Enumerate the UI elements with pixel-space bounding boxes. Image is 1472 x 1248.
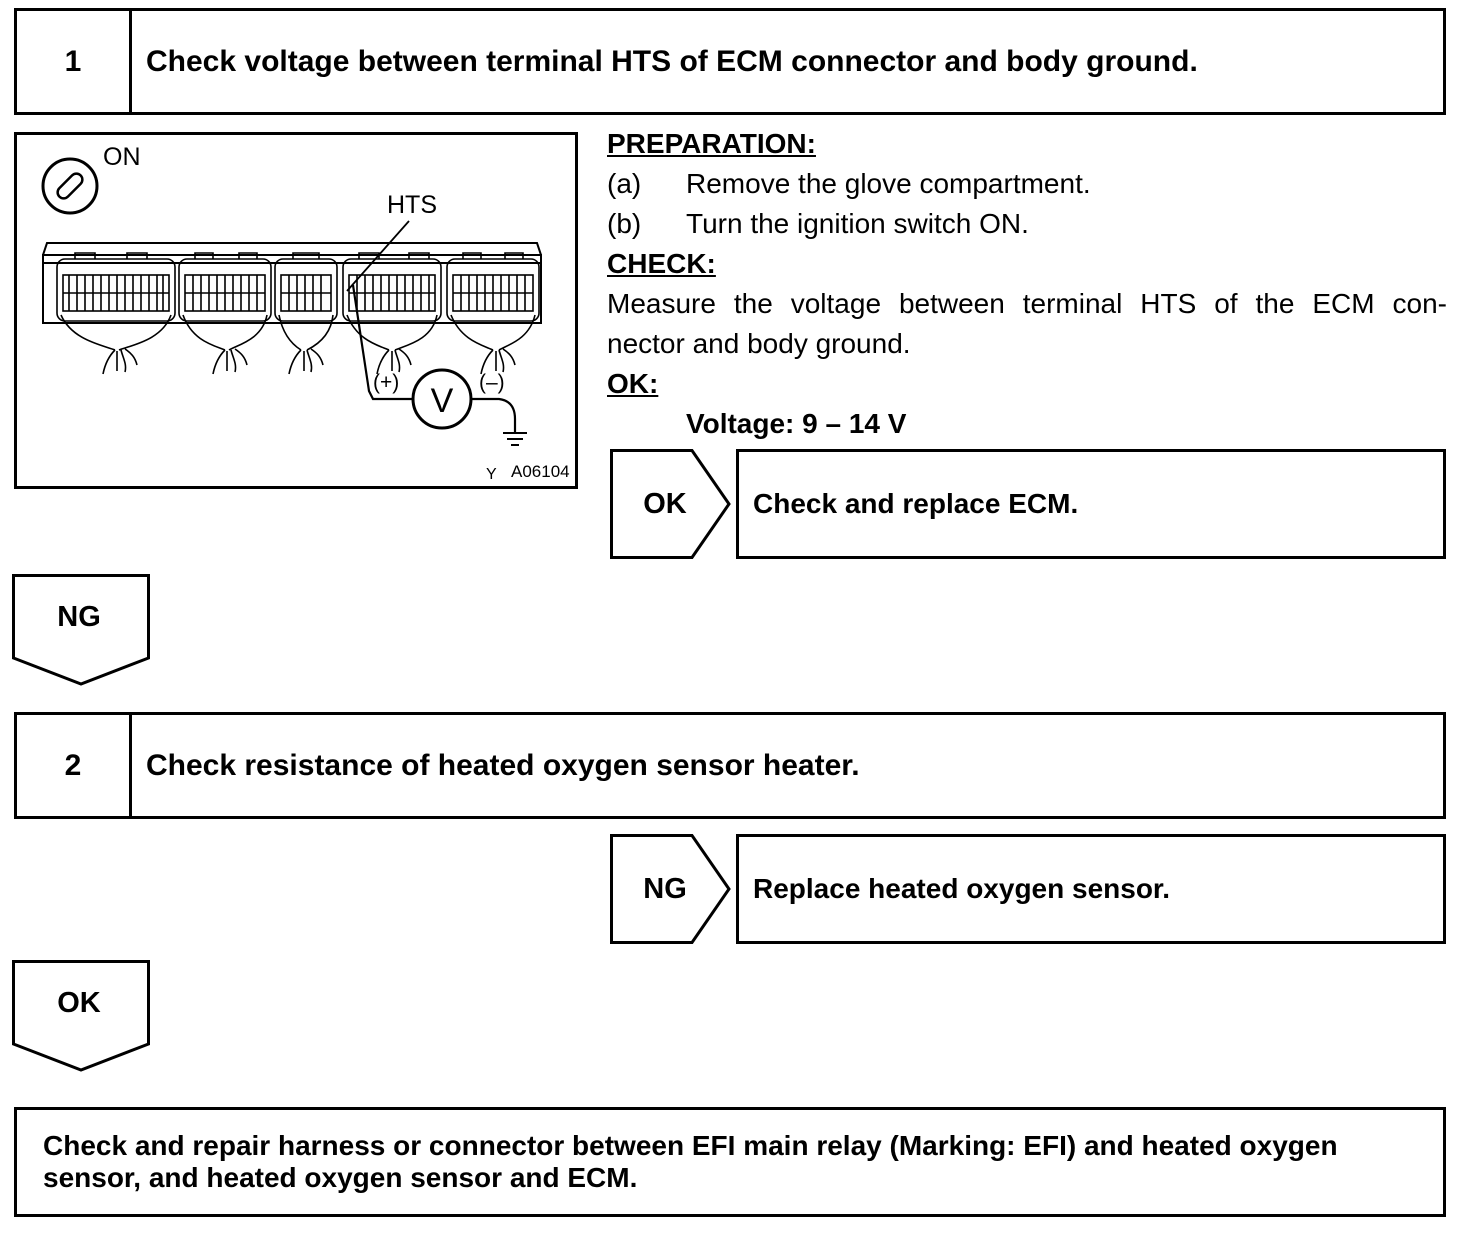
branch-1-ok-arrow: OK [610,449,732,559]
step-1-number: 1 [17,11,132,112]
branch-1-ng-arrow: NG [12,574,150,686]
branch-1-ng-label: NG [57,600,101,633]
ecm-voltage-diagram: ON HTS [41,143,570,483]
right-arrow-shape [610,834,731,944]
body-ground-icon [503,432,527,446]
step-2-title: Check resistance of heated oxygen sensor… [146,748,860,782]
final-action-box: Check and repair harness or connector be… [14,1107,1446,1217]
wire-harness-bundles [60,314,536,375]
prep-step-a-marker: (a) [607,168,642,199]
step-1-box: 1 Check voltage between terminal HTS of … [14,8,1446,115]
branch-1-ok-action-box: Check and replace ECM. [736,449,1446,559]
hts-leader-line [346,220,410,292]
final-action-line-2: sensor, and heated oxygen sensor and ECM… [43,1162,638,1193]
branch-2-ng-arrow: NG [610,834,732,944]
preparation-heading: PREPARATION: [607,128,816,159]
hts-terminal-label: HTS [387,191,437,219]
voltmeter-circuit [351,284,517,433]
branch-2-ok-label: OK [57,986,101,1019]
step-1-title: Check voltage between terminal HTS of EC… [146,44,1198,78]
branch-1-ok-label: OK [643,487,687,520]
check-heading: CHECK: [607,248,716,279]
ignition-switch-icon [41,157,99,215]
step-2-box: 2 Check resistance of heated oxygen sens… [14,712,1446,819]
ok-spec: Voltage: 9 – 14 V [686,408,907,439]
ecm-connector-body [42,242,542,324]
check-line-2: nector and body ground. [607,328,911,359]
y-mark: Y [486,466,497,483]
voltmeter-symbol: V [431,382,454,420]
branch-2-ng-action-box: Replace heated oxygen sensor. [736,834,1446,944]
branch-2-ng-label: NG [643,872,687,905]
prep-step-a-text: Remove the glove compartment. [686,168,1091,199]
down-arrow-shape [12,574,150,686]
ecm-connector-figure: ON HTS [14,132,578,489]
figure-id: A06104 [511,462,570,481]
prep-step-b-marker: (b) [607,208,642,239]
negative-probe-label: (–) [479,371,505,394]
branch-2-ok-arrow: OK [12,960,150,1072]
final-action-line-1: Check and repair harness or connector be… [43,1130,1338,1161]
check-line-1: Measure the voltage between terminal HTS… [607,288,1447,319]
branch-2-ng-action: Replace heated oxygen sensor. [753,873,1171,904]
prep-step-b-text: Turn the ignition switch ON. [686,208,1029,239]
positive-probe-label: (+) [373,371,399,394]
ok-heading: OK: [607,368,659,399]
right-arrow-shape [610,449,731,559]
switch-on-label: ON [103,143,141,171]
branch-1-ok-action: Check and replace ECM. [753,488,1079,519]
connector-blocks [56,252,540,322]
step-2-number: 2 [17,715,132,816]
down-arrow-shape [12,960,150,1072]
